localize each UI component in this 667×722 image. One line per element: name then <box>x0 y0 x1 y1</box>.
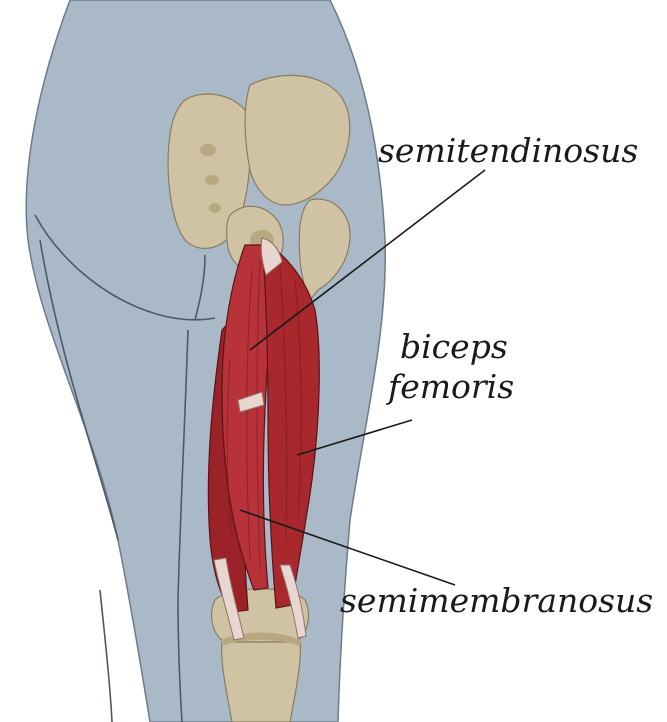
biceps-label: biceps <box>400 327 508 366</box>
semimembranosus-label: semimembranosus <box>340 581 653 620</box>
calf-line <box>100 590 112 722</box>
sacral-foramen <box>200 144 216 156</box>
tibia <box>222 642 301 722</box>
labels: semitendinosus biceps femoris semimembra… <box>340 131 653 620</box>
femoris-label: femoris <box>385 367 514 406</box>
semitendinosus-label: semitendinosus <box>378 131 638 170</box>
sacral-foramen <box>205 175 219 185</box>
sacral-foramen <box>209 203 221 213</box>
